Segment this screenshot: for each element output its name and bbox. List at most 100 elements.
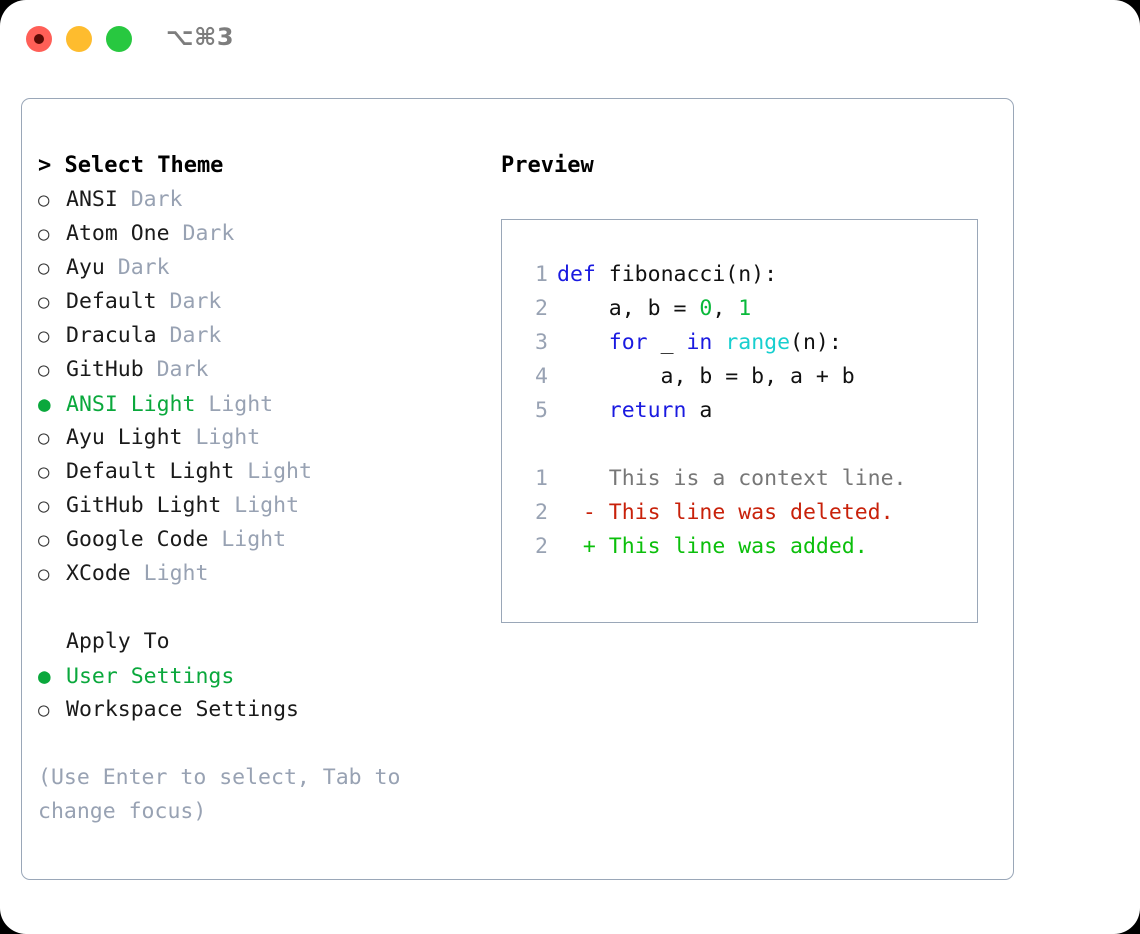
theme-kind-label: Light [195,392,274,417]
code-token: a [686,398,713,423]
radio-unselected-icon: ○ [38,223,50,245]
theme-kind-label: Light [182,425,261,450]
theme-kind-label: Light [208,527,287,552]
theme-list-item[interactable]: ○ Default Dark [38,285,488,319]
code-token: for [608,330,648,355]
theme-name: Ayu [66,255,105,280]
theme-kind-label: Dark [156,323,222,348]
radio-unselected-icon: ○ [38,427,50,449]
maximize-window-button[interactable] [106,26,132,52]
theme-name: GitHub Light [66,493,222,518]
theme-kind-label: Dark [143,357,209,382]
radio-unselected-icon: ○ [38,495,50,517]
keyboard-shortcut-label: ⌥⌘3 [166,23,235,51]
diff-text: This line was added. [608,534,868,559]
theme-list-item[interactable]: ○ ANSI Dark [38,183,488,217]
code-token [557,398,609,423]
radio-unselected-icon: ○ [38,461,50,483]
theme-list-item[interactable]: ○ Atom One Dark [38,217,488,251]
apply-to-option[interactable]: ○ Workspace Settings [38,693,488,727]
line-number: 1 [535,466,548,491]
theme-kind-label: Dark [117,187,183,212]
line-number: 1 [535,262,548,287]
radio-unselected-icon: ○ [38,563,50,585]
theme-name: XCode [66,561,131,586]
theme-list-item[interactable]: ○ Default Light Light [38,455,488,489]
radio-unselected-icon: ○ [38,529,50,551]
recording-indicator-icon [34,34,44,44]
theme-name: Atom One [66,221,170,246]
diff-sign [557,466,609,491]
minimize-window-button[interactable] [66,26,92,52]
line-number: 4 [535,364,548,389]
radio-unselected-icon: ○ [38,291,50,313]
diff-text: This is a context line. [608,466,907,491]
theme-name: Dracula [66,323,157,348]
code-token: , [712,296,739,321]
close-window-button[interactable] [26,26,52,52]
theme-selector-panel: > Select Theme ○ANSI Dark○Atom One Dark○… [38,149,488,829]
theme-list-item[interactable]: ○Ayu Dark [38,251,488,285]
theme-list-item[interactable]: ○ Ayu Light Light [38,421,488,455]
theme-kind-label: Dark [104,255,170,280]
theme-name: ANSI [66,187,118,212]
theme-list-item[interactable]: ● ANSI Light Light [38,387,488,421]
line-number: 2 [535,296,548,321]
line-number: 5 [535,398,548,423]
apply-to-list: ●User Settings ○ Workspace Settings [38,659,488,727]
content-frame: > Select Theme ○ANSI Dark○Atom One Dark○… [21,98,1014,880]
theme-kind-label: Light [234,459,312,484]
code-token: a, b = [557,296,700,321]
radio-unselected-icon: ○ [38,189,50,211]
theme-name: Ayu Light [66,425,183,450]
radio-unselected-icon: ○ [38,699,50,721]
radio-unselected-icon: ○ [38,359,50,381]
radio-selected-icon: ● [38,664,51,688]
theme-list-item[interactable]: ○GitHub Dark [38,353,488,387]
code-token: return [608,398,687,423]
diff-sample: 1 This is a context line.2 - This line w… [502,462,977,564]
apply-to-label: Workspace Settings [66,697,299,722]
line-number: 2 [535,534,548,559]
diff-sign: + [557,534,609,559]
hint-text: (Use Enter to select, Tab to change focu… [38,765,401,824]
title-bar: ⌥⌘3 [0,0,1140,78]
apply-to-section: Apply To ●User Settings ○ Workspace Settin… [38,625,488,727]
theme-list-item[interactable]: ○GitHub Light Light [38,489,488,523]
theme-list-item[interactable]: ○ XCode Light [38,557,488,591]
code-token: in [686,330,713,355]
diff-line: 2 + This line was added. [502,530,977,564]
theme-kind-label: Dark [169,221,235,246]
theme-name: Default Light [66,459,235,484]
theme-list-item[interactable]: ○ Google Code Light [38,523,488,557]
code-token: 0 [699,296,713,321]
theme-name: Google Code [66,527,209,552]
radio-unselected-icon: ○ [38,325,50,347]
radio-selected-icon: ● [38,392,51,416]
theme-kind-label: Dark [156,289,222,314]
theme-list: ○ANSI Dark○Atom One Dark○Ayu Dark○Defaul… [38,183,488,591]
theme-name: Default [66,289,157,314]
code-token: (n): [790,330,842,355]
select-theme-header: > Select Theme [38,153,224,178]
code-token: _ [647,330,687,355]
preview-header: Preview [501,153,594,178]
code-line: 3 for _ in range(n): [502,326,977,360]
code-token: def [557,262,596,287]
line-number: 2 [535,500,548,525]
code-line: 5 return a [502,394,977,428]
theme-list-item[interactable]: ○ Dracula Dark [38,319,488,353]
apply-to-header: Apply To [66,629,170,654]
code-line: 4 a, b = b, a + b [502,360,977,394]
theme-name: ANSI Light [66,392,196,417]
theme-kind-label: Light [130,561,209,586]
apply-to-option[interactable]: ●User Settings [38,659,488,693]
diff-text: This line was deleted. [608,500,894,525]
code-token [557,330,609,355]
code-token: 1 [738,296,752,321]
